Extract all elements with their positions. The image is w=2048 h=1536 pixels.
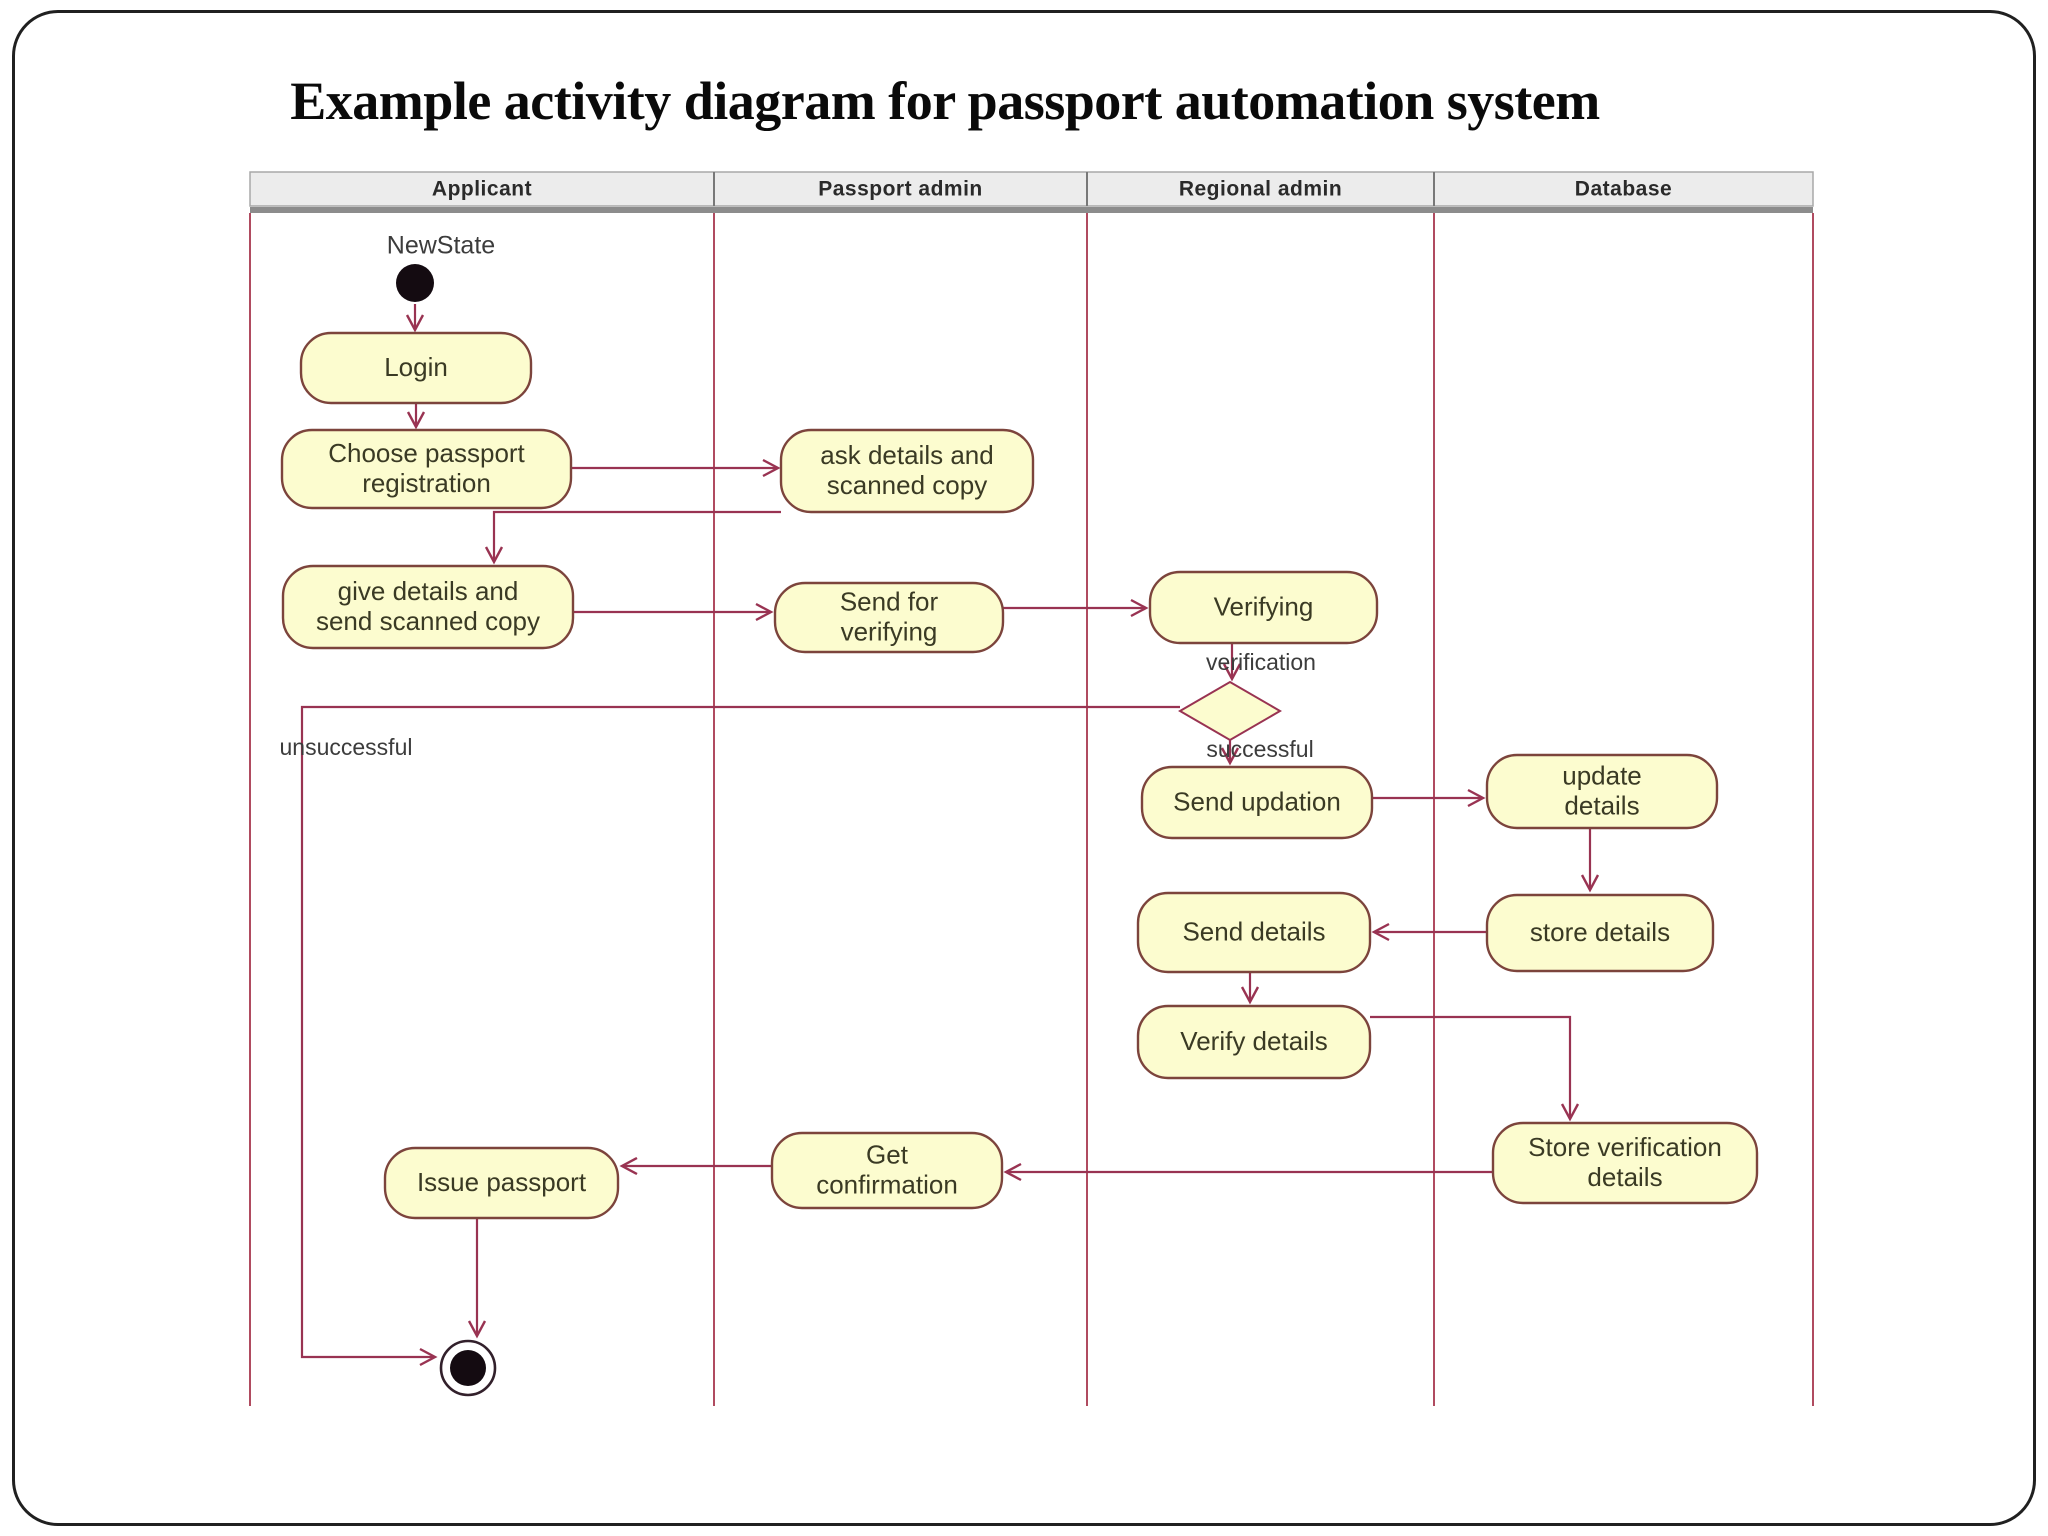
send-details-label: Send details <box>1182 916 1325 946</box>
update-details-shape <box>1485 753 1719 830</box>
login-label: Login <box>384 352 448 382</box>
issue-passport-shape <box>383 1146 620 1220</box>
swimlane-header-separator <box>250 207 1813 213</box>
newstate-label: NewState <box>387 232 495 260</box>
ask-details-shape <box>779 428 1035 514</box>
swimlane-header-passport-admin: Passport admin <box>818 178 983 201</box>
give-details-shape <box>281 564 575 650</box>
store-details-label: store details <box>1530 917 1670 947</box>
decision-node-verification-decision <box>1178 680 1282 742</box>
activity-node-send-updation: Send updation <box>1140 765 1374 840</box>
activity-node-issue-passport: Issue passport <box>383 1146 620 1220</box>
activity-node-send-details: Send details <box>1136 891 1372 974</box>
send-updation-label: Send updation <box>1173 786 1341 816</box>
final-state-core <box>450 1350 486 1386</box>
final-state-node <box>439 1339 497 1397</box>
send-updation-shape <box>1140 765 1374 840</box>
successful-label: successful <box>1206 736 1313 762</box>
issue-passport-label: Issue passport <box>417 1167 587 1197</box>
verify-details-shape <box>1136 1004 1372 1080</box>
edge-decision-unsuccessful-final <box>300 705 1180 1367</box>
get-confirmation-shape <box>770 1131 1004 1210</box>
swimlane-header-database: Database <box>1575 178 1672 201</box>
swimlane-header-regional-admin: Regional admin <box>1179 178 1342 201</box>
store-verification-shape <box>1491 1121 1759 1205</box>
send-details-shape <box>1136 891 1372 974</box>
verification-label: verification <box>1206 649 1316 675</box>
page-title: Example activity diagram for passport au… <box>290 71 1600 132</box>
choose-registration-shape <box>280 428 573 510</box>
verifying-label: Verifying <box>1214 591 1314 621</box>
activity-node-store-details: store details <box>1485 893 1715 973</box>
verify-details-label: Verify details <box>1180 1026 1327 1056</box>
unsuccessful-label: unsuccessful <box>280 734 413 760</box>
edge-ask-to-give <box>484 510 781 565</box>
store-details-shape <box>1485 893 1715 973</box>
swimlane-header-band <box>249 171 1814 207</box>
activity-node-login: Login <box>299 331 533 405</box>
initial-state-node <box>396 264 434 302</box>
send-for-verifying-shape <box>773 581 1005 654</box>
activity-node-verify-details: Verify details <box>1136 1004 1372 1080</box>
swimlane-header-applicant: Applicant <box>432 178 532 201</box>
activity-node-verifying: Verifying <box>1148 570 1379 645</box>
login-shape <box>299 331 533 405</box>
verifying-shape <box>1148 570 1379 645</box>
edge-verify-to-storeverification <box>1370 1015 1580 1122</box>
